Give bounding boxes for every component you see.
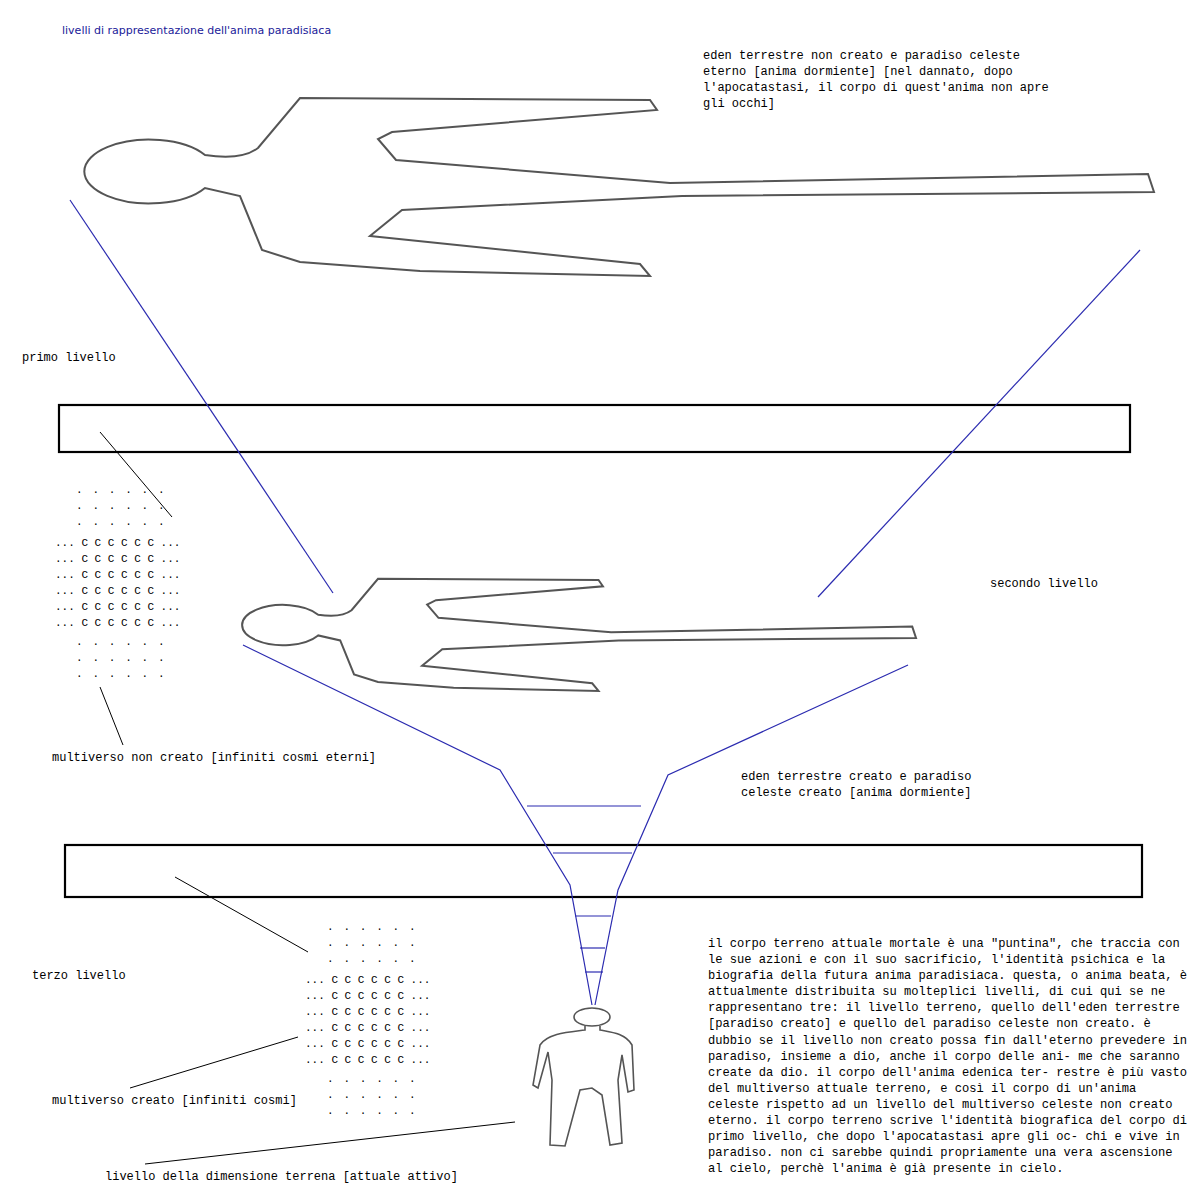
cosmos-row: . . . . . . xyxy=(327,951,417,967)
level-note: eden terrestre creato e paradiso celeste… xyxy=(741,769,986,801)
cosmos-row: ... C C C C C C ... xyxy=(55,551,180,567)
level-label: livello della dimensione terrena [attual… xyxy=(105,1169,458,1185)
cosmos-row: . . . . . . xyxy=(327,935,417,951)
multiverse-label: multiverso non creato [infiniti cosmi et… xyxy=(52,750,376,766)
cosmos-row: ... C C C C C C ... xyxy=(305,1004,430,1020)
explanation-text: il corpo terreno attuale mortale è una "… xyxy=(708,936,1187,1177)
cosmos-row: . . . . . . xyxy=(76,498,166,514)
cosmos-row: ... C C C C C C ... xyxy=(55,615,180,631)
cosmos-row: . . . . . . xyxy=(76,634,166,650)
projection-line xyxy=(70,200,1140,1005)
earthly-body-figure xyxy=(533,1008,634,1146)
cosmos-row: ... C C C C C C ... xyxy=(305,1020,430,1036)
cosmos-row: ... C C C C C C ... xyxy=(55,599,180,615)
cosmos-row: . . . . . . xyxy=(76,514,166,530)
created-body-figure xyxy=(242,579,916,691)
eternal-body-figure xyxy=(84,98,1154,276)
cosmos-row: ... C C C C C C ... xyxy=(55,583,180,599)
cosmos-row: . . . . . . xyxy=(76,650,166,666)
cosmos-row: . . . . . . xyxy=(327,1087,417,1103)
cosmos-row: . . . . . . xyxy=(76,482,166,498)
level-label: secondo livello xyxy=(990,576,1098,592)
cosmos-row: . . . . . . xyxy=(76,666,166,682)
multiverse-label: multiverso creato [infiniti cosmi] xyxy=(52,1093,297,1109)
level-label: primo livello xyxy=(22,350,116,366)
level-label: terzo livello xyxy=(32,968,126,984)
level-note: eden terrestre non creato e paradiso cel… xyxy=(703,48,1052,112)
level-divider xyxy=(59,405,1142,897)
cosmos-row: ... C C C C C C ... xyxy=(55,567,180,583)
cosmos-row: . . . . . . xyxy=(327,1103,417,1119)
cosmos-row: . . . . . . xyxy=(327,919,417,935)
diagram-title: livelli di rappresentazione dell'anima p… xyxy=(62,23,331,38)
cosmos-row: . . . . . . xyxy=(327,1071,417,1087)
cosmos-row: ... C C C C C C ... xyxy=(305,988,430,1004)
cosmos-row: ... C C C C C C ... xyxy=(55,535,180,551)
cosmos-row: ... C C C C C C ... xyxy=(305,1052,430,1068)
cosmos-row: ... C C C C C C ... xyxy=(305,1036,430,1052)
cosmos-row: ... C C C C C C ... xyxy=(305,972,430,988)
